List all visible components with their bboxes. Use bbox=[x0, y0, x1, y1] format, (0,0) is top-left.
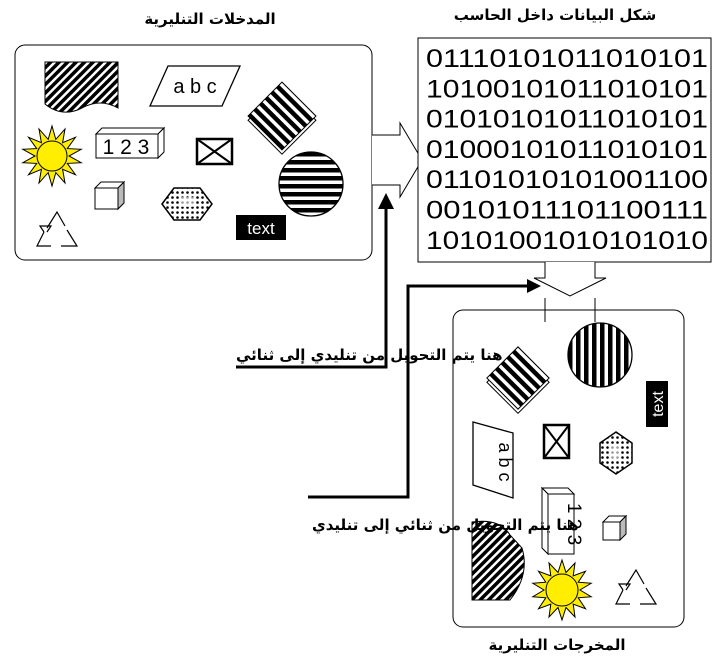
out-hatched-shape-icon bbox=[471, 520, 525, 601]
out-striped-circle-icon bbox=[567, 322, 633, 388]
out-striped-diamond-icon bbox=[486, 346, 550, 415]
binary-row: 10100101011010101 bbox=[426, 75, 708, 103]
text-label: text bbox=[247, 219, 275, 238]
binary-row: 00101011101100111 bbox=[426, 197, 708, 225]
binary-data-box bbox=[417, 37, 712, 263]
out-cube-icon bbox=[601, 514, 628, 542]
number-box-icon: 1 2 3 bbox=[94, 126, 166, 160]
striped-diamond-icon bbox=[247, 81, 317, 155]
output-arrow bbox=[533, 262, 607, 297]
out-sun-icon bbox=[531, 558, 593, 622]
cube-icon bbox=[93, 180, 126, 211]
binary-row: 01000101011010101 bbox=[426, 136, 708, 164]
binary-to-analog-pointer bbox=[308, 284, 530, 499]
out-text-label: text bbox=[650, 391, 667, 417]
binary-row: 01110101011010101 bbox=[426, 45, 708, 73]
out-number-box-icon: 1 2 3 bbox=[540, 486, 584, 556]
analog-to-binary-label: هنا يتم التحويل من تنليدي إلى ثنائي bbox=[236, 346, 502, 365]
out-number-box-text: 1 2 3 bbox=[563, 503, 584, 545]
out-abc-text: a b c bbox=[495, 442, 515, 481]
out-dotted-hexagon-icon bbox=[599, 431, 633, 475]
number-box-text: 1 2 3 bbox=[103, 136, 150, 159]
analog-to-binary-pointer bbox=[236, 205, 388, 369]
dotted-hexagon-icon bbox=[161, 187, 213, 221]
out-text-label-box bbox=[646, 381, 668, 427]
sun-icon bbox=[21, 124, 83, 188]
binary-to-analog-label: هنا يتم التحويل من ثنائي إلى تنليدي bbox=[312, 516, 578, 535]
striped-circle-icon bbox=[278, 151, 344, 217]
binary-row: 01010101011010101 bbox=[426, 106, 708, 134]
outputs-title: المخرجات التنليرية bbox=[488, 636, 625, 654]
out-envelope-icon bbox=[542, 423, 571, 460]
inputs-title: المدخلات التنليرية bbox=[144, 10, 275, 28]
binary-row: 01101010101001100 bbox=[426, 166, 708, 194]
abc-text: a b c bbox=[173, 76, 216, 98]
recycle-icon bbox=[36, 210, 79, 247]
out-recycle-icon bbox=[615, 568, 658, 605]
input-arrow bbox=[372, 121, 423, 199]
text-label-box bbox=[236, 215, 286, 240]
computer-title: شكل البيانات داخل الحاسب bbox=[454, 6, 656, 24]
abc-parallelogram-icon: a b c bbox=[148, 65, 242, 107]
hatched-shape-icon bbox=[44, 61, 119, 113]
out-abc-parallelogram-icon: a b c bbox=[472, 421, 515, 499]
binary-row: 10101001010101010 bbox=[426, 227, 708, 255]
envelope-icon bbox=[195, 137, 234, 166]
